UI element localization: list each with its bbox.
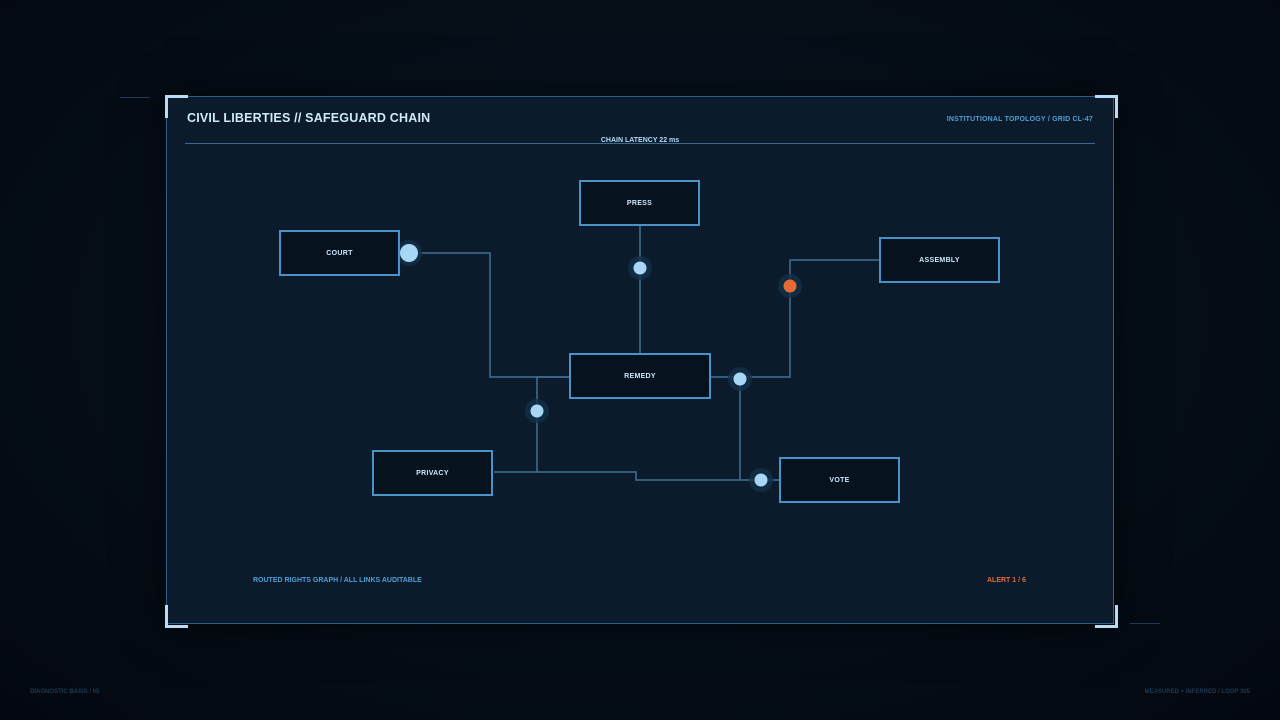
header-divider [185, 143, 1095, 144]
page-title: CIVIL LIBERTIES // SAFEGUARD CHAIN [187, 111, 431, 125]
alert-counter: ALERT 1 / 6 [987, 577, 1026, 584]
page-corner-label-left: DIAGNOSTIC BASIS / 05 [30, 689, 100, 695]
footer-caption: ROUTED RIGHTS GRAPH / ALL LINKS AUDITABL… [253, 577, 422, 584]
node-court[interactable]: COURT [279, 230, 400, 276]
junction-dot-remedy [733, 372, 747, 386]
corner-bracket-bottom-left [165, 605, 188, 628]
node-vote[interactable]: VOTE [779, 457, 900, 503]
link-privacy-remedy [494, 376, 570, 473]
junction-dot-privacy [530, 404, 544, 418]
node-label: VOTE [829, 476, 850, 484]
corner-bracket-top-right [1095, 95, 1118, 118]
page-corner-label-right: MEASURED + INFERRED / LOOP 305 [1144, 689, 1250, 695]
node-label: REMEDY [624, 372, 656, 380]
link-court-remedy [409, 252, 570, 378]
junction-dot-press [633, 261, 647, 275]
link-privacy-vote [537, 471, 780, 481]
corner-bracket-top-left [165, 95, 188, 118]
corner-bracket-bottom-right [1095, 605, 1118, 628]
node-label: ASSEMBLY [919, 256, 960, 264]
node-assembly[interactable]: ASSEMBLY [879, 237, 1000, 283]
node-press[interactable]: PRESS [579, 180, 700, 226]
junction-dot-court [400, 244, 418, 262]
node-label: PRIVACY [416, 469, 449, 477]
node-remedy[interactable]: REMEDY [569, 353, 711, 399]
junction-dot-vote [754, 473, 768, 487]
chain-latency: CHAIN LATENCY 22 ms [600, 137, 680, 144]
extension-line [1130, 623, 1160, 624]
junction-dot-alert [783, 279, 797, 293]
node-label: COURT [326, 249, 353, 257]
node-label: PRESS [626, 199, 653, 207]
topology-label: INSTITUTIONAL TOPOLOGY / GRID CL-47 [946, 116, 1093, 123]
extension-line [120, 97, 150, 98]
node-privacy[interactable]: PRIVACY [372, 450, 493, 496]
